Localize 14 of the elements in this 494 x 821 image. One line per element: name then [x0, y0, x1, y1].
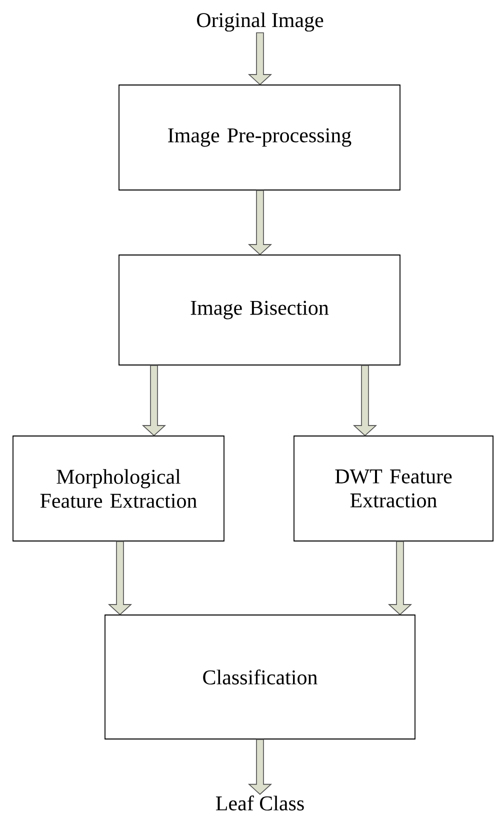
process-box: Morphological Feature Extraction [12, 436, 224, 542]
process-box: Image Bisection [118, 254, 400, 366]
block-arrow [248, 190, 272, 256]
block-arrow [248, 739, 272, 795]
process-box: Image Pre-processing [118, 84, 400, 190]
process-box: DWT Feature Extraction [294, 436, 494, 542]
text-label: Original Image [197, 12, 324, 32]
block-arrow [352, 365, 378, 436]
process-box: Classification [104, 614, 416, 740]
text-label: Leaf Class [216, 796, 304, 810]
block-arrow [142, 365, 166, 436]
block-arrow [108, 541, 132, 616]
block-arrow [388, 541, 412, 616]
block-arrow [248, 32, 272, 86]
